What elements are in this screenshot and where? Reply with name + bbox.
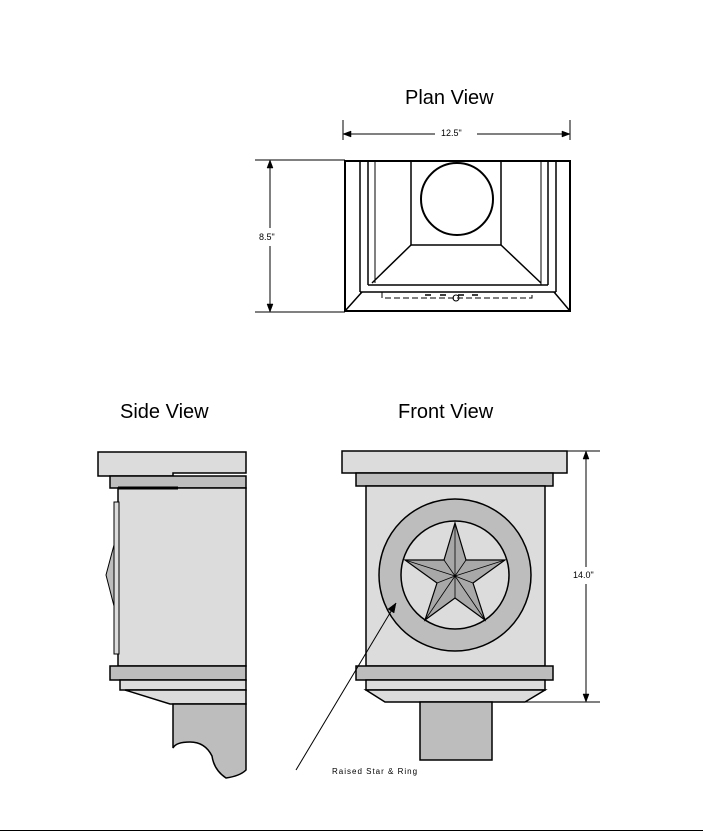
front-view-title: Front View [398,401,494,423]
plan-view-title: Plan View [405,87,494,109]
front-top-cap [341,450,568,474]
front-height-label: 14.0" [573,570,594,580]
plan-width-label: 12.5" [441,128,462,138]
front-bracket [419,701,493,761]
callout-leader-line [295,602,397,771]
bottom-border-line [0,830,703,831]
raised-star-ring-callout: Raised Star & Ring [332,767,419,776]
plan-round-top [420,162,494,236]
plan-view-drawing [255,120,571,313]
side-view-drawing [97,451,247,779]
side-view-title: Side View [120,401,209,423]
plan-depth-label: 8.5" [259,232,275,242]
front-view-drawing [295,450,600,771]
